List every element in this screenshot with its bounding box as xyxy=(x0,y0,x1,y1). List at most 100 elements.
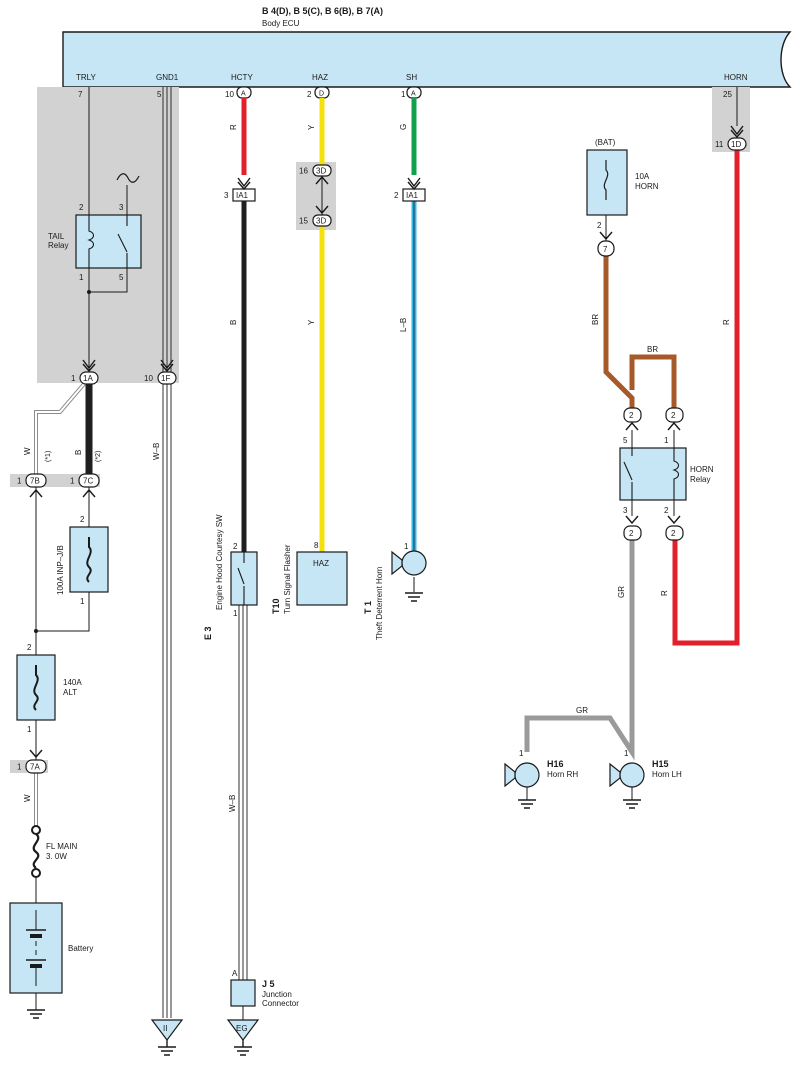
body-ecu-box xyxy=(62,31,792,88)
horn-relay-coil xyxy=(672,448,680,500)
engine-hood-sw-contact xyxy=(237,552,245,605)
horn-relay-pin-5: 5 xyxy=(623,436,628,445)
wire-label-w-lower: W xyxy=(23,794,32,802)
ground-eg-label: EG xyxy=(236,1024,248,1033)
fl-main-terminal-bottom xyxy=(31,868,41,878)
terminal-gnd1: GND1 xyxy=(156,73,179,82)
ecu-conn-hcty-label: A xyxy=(241,91,246,98)
wire-label-note1: (*1) xyxy=(45,451,52,462)
wire-label-br-top: BR xyxy=(647,345,658,354)
connector-1d-pin: 11 xyxy=(715,140,724,149)
horn-lh-pin: 1 xyxy=(624,749,629,758)
theft-horn-mouth xyxy=(391,550,403,576)
wire-label-hcty-r: R xyxy=(229,124,238,130)
horn-relay-chevrons xyxy=(625,421,681,525)
arrow-chevron-7a xyxy=(29,749,43,759)
fl-main-label-2: 3. 0W xyxy=(46,852,67,861)
fuse-10a-label-1: 10A xyxy=(635,172,650,181)
wire-gnd1-wb xyxy=(162,87,172,1018)
wire-label-hcty-b: B xyxy=(229,320,238,325)
fuse-140a-element xyxy=(33,665,39,711)
fuse-10a-label-2: HORN xyxy=(635,182,659,191)
horn-relay-conn-top-right xyxy=(665,407,684,423)
turn-flasher-name: Turn Signal Flasher xyxy=(283,544,292,614)
horn-relay-conn-top-left xyxy=(623,407,642,423)
arrow-chevron-3d-top xyxy=(315,175,329,185)
ecu-connector-header: B 4(D), B 5(C), B 6(B), B 7(A) xyxy=(262,6,383,16)
ecu-pin-gnd1: 5 xyxy=(157,90,162,99)
ecu-pin-sh: 1 xyxy=(401,90,406,99)
horn-rh-mouth xyxy=(504,762,516,788)
wire-1a-white xyxy=(34,382,86,474)
fuse-140a-pin-top: 2 xyxy=(27,643,32,652)
tail-relay-pin-2: 2 xyxy=(79,203,84,212)
ecu-conn-haz-label: D xyxy=(319,91,324,98)
horn-relay-conn-bot-right xyxy=(665,525,684,541)
fuse-100a-pin-bot: 1 xyxy=(80,597,85,606)
fuse-140a-pin-bot: 1 xyxy=(27,725,32,734)
ground-eg-icon xyxy=(234,1040,252,1056)
connector-1d-label: 1D xyxy=(731,140,741,149)
turn-flasher-box xyxy=(296,551,348,606)
theft-horn-code: T 1 xyxy=(363,601,373,614)
connector-7c-label: 7C xyxy=(83,477,93,486)
wire-label-hcty-wb: W–B xyxy=(228,795,237,812)
turn-flasher-pin: 8 xyxy=(314,541,319,550)
horn-relay-label-2: Relay xyxy=(690,475,710,484)
fl-main-terminal-top xyxy=(31,825,41,835)
connector-ia1-hcty-pin: 3 xyxy=(224,191,229,200)
horn-lh-ground-icon xyxy=(623,799,641,809)
engine-hood-sw-pin-bot: 1 xyxy=(233,609,238,618)
ground-eg-triangle xyxy=(226,1019,260,1041)
connector-3d-top-pin: 16 xyxy=(299,167,308,176)
wire-br-brown-loop xyxy=(629,354,677,408)
fuse-100a-label: 100A INP–J/B xyxy=(56,545,65,595)
horn-relay-switch xyxy=(623,448,633,500)
wire-label-haz-y: Y xyxy=(307,319,316,325)
horn-lh-body xyxy=(619,762,645,788)
ecu-pin-horn: 25 xyxy=(723,90,732,99)
horn-lh-mouth xyxy=(609,762,621,788)
wire-label-br-left: BR xyxy=(591,314,600,325)
horn-relay-conn-bot-left xyxy=(623,525,642,541)
tail-relay-label-1: TAIL xyxy=(48,232,65,241)
wire-label-w-upper: W xyxy=(23,447,32,455)
wire-label-gr-vert: GR xyxy=(617,586,626,598)
wire-label-sh-lb: L–B xyxy=(399,318,408,332)
horn-relay-box xyxy=(619,447,687,501)
fuse-100a-pin-top: 2 xyxy=(80,515,85,524)
fuse-10a-horn-box xyxy=(586,149,628,216)
horn-rh-name: Horn RH xyxy=(547,770,578,779)
fl-main-element xyxy=(32,833,40,869)
connector-7a-label: 7A xyxy=(30,763,40,772)
horn-rh-pin: 1 xyxy=(519,749,524,758)
battery-label: Battery xyxy=(68,944,93,953)
connector-7-label: 7 xyxy=(603,245,608,254)
connector-1f-pin: 10 xyxy=(144,374,153,383)
connector-7 xyxy=(597,240,615,257)
ecu-name: Body ECU xyxy=(262,19,300,28)
connector-ia1-sh-label: IA1 xyxy=(406,191,419,200)
horn-lh-code: H15 xyxy=(652,759,669,769)
horn-rh-code: H16 xyxy=(547,759,564,769)
turn-flasher-code: T10 xyxy=(271,598,281,614)
horn-lh-name: Horn LH xyxy=(652,770,682,779)
arrow-chevron-3d-bot xyxy=(315,205,329,215)
wire-hcty-wb xyxy=(238,605,248,980)
fl-main-label-1: FL MAIN xyxy=(46,842,77,851)
terminal-trly: TRLY xyxy=(76,73,97,82)
arrow-chevron-1d xyxy=(730,125,744,139)
arrow-chevron-7 xyxy=(599,231,613,241)
horn-relay-pin-2: 2 xyxy=(664,506,669,515)
ecu-pin-trly: 7 xyxy=(78,90,83,99)
junction-dot-alt xyxy=(34,629,38,633)
wire-label-note2: (*2) xyxy=(95,451,102,462)
wire-gr-gray xyxy=(524,540,635,761)
fuse-140a-label-1: 140A xyxy=(63,678,82,687)
junction-dot-trly xyxy=(87,290,91,294)
arrow-chevron-ia1-hcty xyxy=(237,177,251,191)
connector-7c xyxy=(78,473,100,488)
connector-3d-bot-pin: 15 xyxy=(299,217,308,226)
junction-connector-box xyxy=(230,979,256,1007)
theft-horn-body xyxy=(401,550,427,576)
